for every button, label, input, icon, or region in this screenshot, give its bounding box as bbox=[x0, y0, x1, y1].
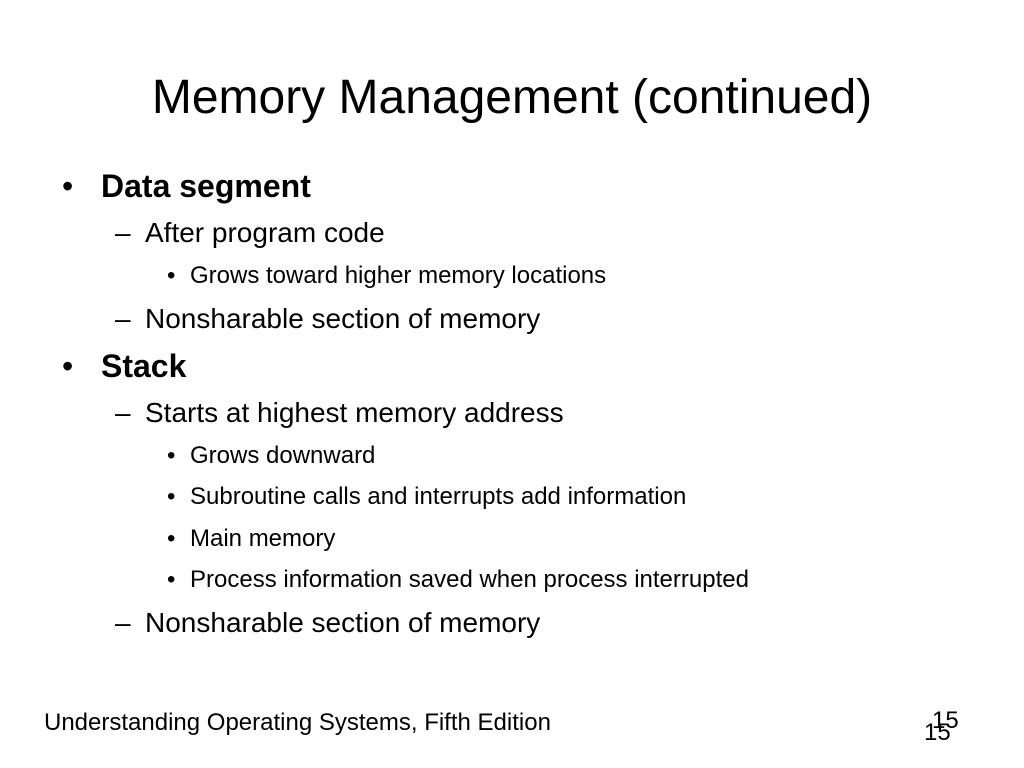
bullet-marker: • bbox=[167, 525, 176, 552]
bullet-text: Starts at highest memory address bbox=[145, 397, 564, 428]
bullet-text: Grows toward higher memory locations bbox=[190, 262, 607, 289]
bullet-text: Subroutine calls and interrupts add info… bbox=[190, 483, 687, 510]
page-number-master: 15 bbox=[932, 707, 959, 734]
bullet-text: After program code bbox=[145, 217, 385, 248]
footer-book-title: Understanding Operating Systems, Fifth E… bbox=[44, 709, 551, 736]
bullet-marker: • bbox=[167, 566, 176, 593]
bullet-marker: • bbox=[167, 483, 176, 510]
bullet-text: Nonsharable section of memory bbox=[145, 607, 541, 638]
bullet-marker: – bbox=[115, 397, 131, 428]
bullet-marker: – bbox=[115, 607, 131, 638]
bullet-marker: • bbox=[167, 442, 176, 469]
bullet-text: Grows downward bbox=[190, 442, 376, 469]
slide-title: Memory Management (continued) bbox=[151, 71, 873, 124]
bullet-marker: – bbox=[115, 303, 131, 334]
bullet-text: Main memory bbox=[190, 525, 336, 552]
bullet-marker: • bbox=[62, 348, 74, 384]
bullet-marker: • bbox=[167, 262, 176, 289]
page-number: 15 bbox=[924, 719, 951, 746]
bullet-text: Stack bbox=[101, 348, 187, 384]
bullet-marker: – bbox=[115, 217, 131, 248]
bullet-marker: • bbox=[62, 168, 74, 204]
bullet-text: Process information saved when process i… bbox=[190, 566, 749, 593]
bullet-text: Nonsharable section of memory bbox=[145, 303, 541, 334]
bullet-text: Data segment bbox=[101, 168, 311, 204]
